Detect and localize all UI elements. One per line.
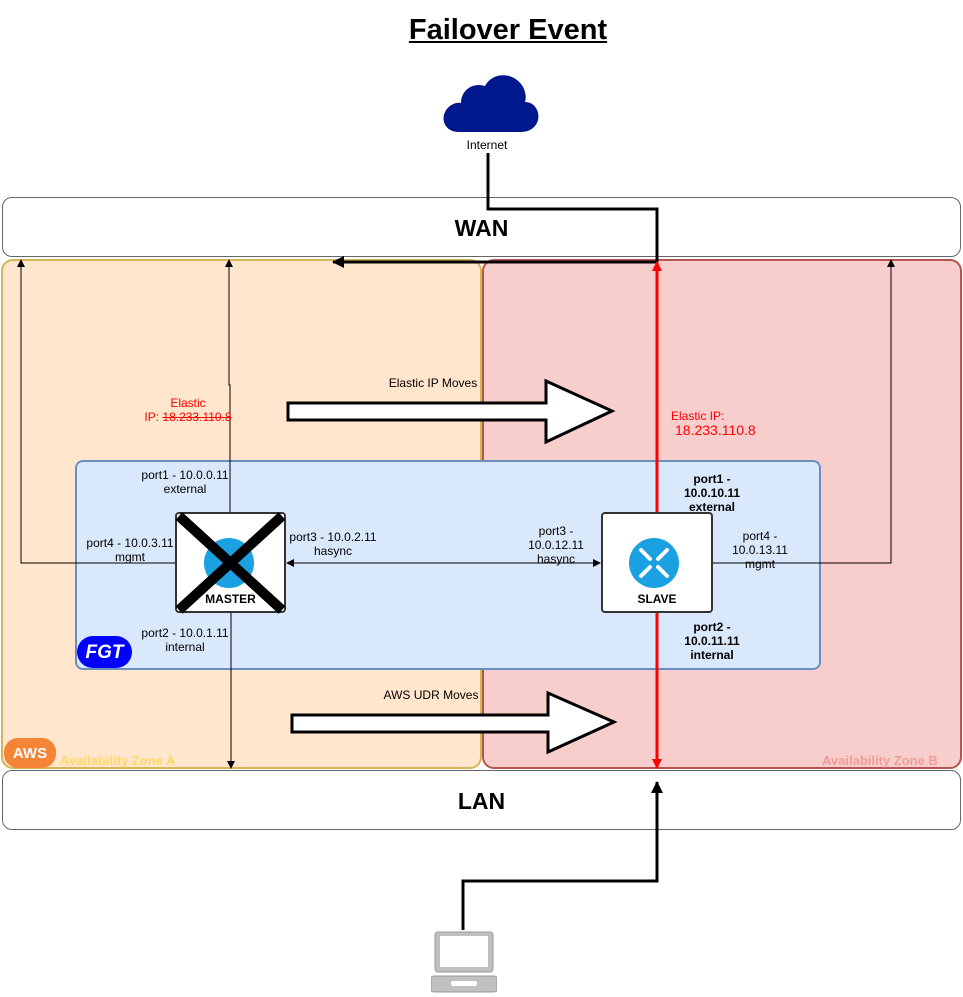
master-elastic-ip: 18.233.110.8 — [162, 410, 232, 424]
master-port1-line — [225, 259, 233, 512]
master-port3-role: hasync — [313, 544, 353, 558]
slave-port4-text: port4 - — [742, 529, 778, 543]
slave-port4-role: mgmt — [745, 557, 775, 571]
slave-elastic-title: Elastic IP: — [671, 409, 725, 423]
slave-elastic-label: Elastic IP: 18.233.110.8 — [671, 409, 756, 437]
slave-port1-ip: 10.0.10.11 — [683, 486, 741, 500]
slave-port2-role: internal — [690, 648, 734, 662]
master-port4-role: mgmt — [115, 550, 145, 564]
master-port2-role: internal — [165, 640, 205, 654]
master-port1-label: port1 - 10.0.0.11 external — [130, 468, 240, 496]
master-elastic-ip-line: IP: 18.233.110.8 — [140, 410, 236, 424]
slave-port3-role: hasync — [536, 552, 576, 566]
master-port3-text: port3 - 10.0.2.11 — [289, 530, 377, 544]
aws-cloud-icon: AWS — [4, 738, 56, 768]
cloud-icon — [443, 75, 539, 132]
laptop-icon — [431, 931, 497, 993]
wan-bar: WAN — [2, 197, 961, 257]
aws-badge-text: AWS — [12, 745, 48, 762]
master-elastic-title: Elastic — [170, 396, 206, 410]
failure-x-icon — [175, 512, 286, 614]
fgt-badge-text: FGT — [85, 642, 124, 663]
master-elastic-label: Elastic IP: 18.233.110.8 — [140, 396, 236, 424]
page-title: Failover Event — [408, 14, 608, 46]
internet-path-line — [332, 153, 659, 268]
slave-port2-text: port2 - — [693, 620, 731, 634]
slave-port3-ip: 10.0.12.11 — [528, 538, 584, 552]
slave-port1-label: port1 - 10.0.10.11 external — [664, 472, 760, 514]
slave-port3-text: port3 - — [538, 524, 574, 538]
slave-port2-ip: 10.0.11.11 — [684, 634, 740, 648]
slave-port4-line — [713, 259, 895, 564]
slave-fortigate-node[interactable]: SLAVE — [601, 512, 713, 613]
client-path-line — [461, 781, 663, 930]
router-icon — [629, 538, 679, 588]
lan-label: LAN — [457, 788, 506, 814]
lan-bar: LAN — [2, 770, 961, 830]
slave-elastic-ip: 18.233.110.8 — [675, 422, 756, 438]
master-port1-text: port1 - 10.0.0.11 — [141, 468, 229, 482]
zone-b-label: Availability Zone B — [822, 753, 938, 768]
master-port4-text: port4 - 10.0.3.11 — [86, 536, 174, 550]
udr-move-arrow — [290, 690, 618, 755]
master-port4-line — [17, 259, 175, 564]
master-label: MASTER — [205, 592, 256, 606]
slave-port3-label: port3 - 10.0.12.11 hasync — [516, 524, 596, 566]
slave-port1-text: port1 - — [693, 472, 731, 486]
master-port4-label: port4 - 10.0.3.11 mgmt — [80, 536, 180, 564]
elastic-ip-moves-label: Elastic IP Moves — [388, 376, 478, 390]
master-port2-label: port2 - 10.0.1.11 internal — [132, 626, 238, 654]
slave-port4-label: port4 - 10.0.13.11 mgmt — [720, 529, 800, 571]
slave-label: SLAVE — [637, 592, 677, 606]
master-elastic-ip-prefix: IP: — [144, 410, 163, 424]
master-port2-text: port2 - 10.0.1.11 — [141, 626, 229, 640]
zone-a-label: Availability Zone A — [60, 753, 176, 768]
slave-port4-ip: 10.0.13.11 — [732, 543, 788, 557]
master-port1-role: external — [163, 482, 207, 496]
slave-port1-role: external — [688, 500, 736, 514]
internet-label: Internet — [466, 138, 508, 152]
slave-port2-label: port2 - 10.0.11.11 internal — [664, 620, 760, 662]
udr-moves-label: AWS UDR Moves — [383, 688, 479, 702]
fgt-badge-icon: FGT — [77, 636, 132, 668]
elastic-ip-move-arrow — [286, 378, 616, 445]
master-port3-label: port3 - 10.0.2.11 hasync — [285, 530, 381, 558]
wan-label: WAN — [454, 215, 509, 241]
